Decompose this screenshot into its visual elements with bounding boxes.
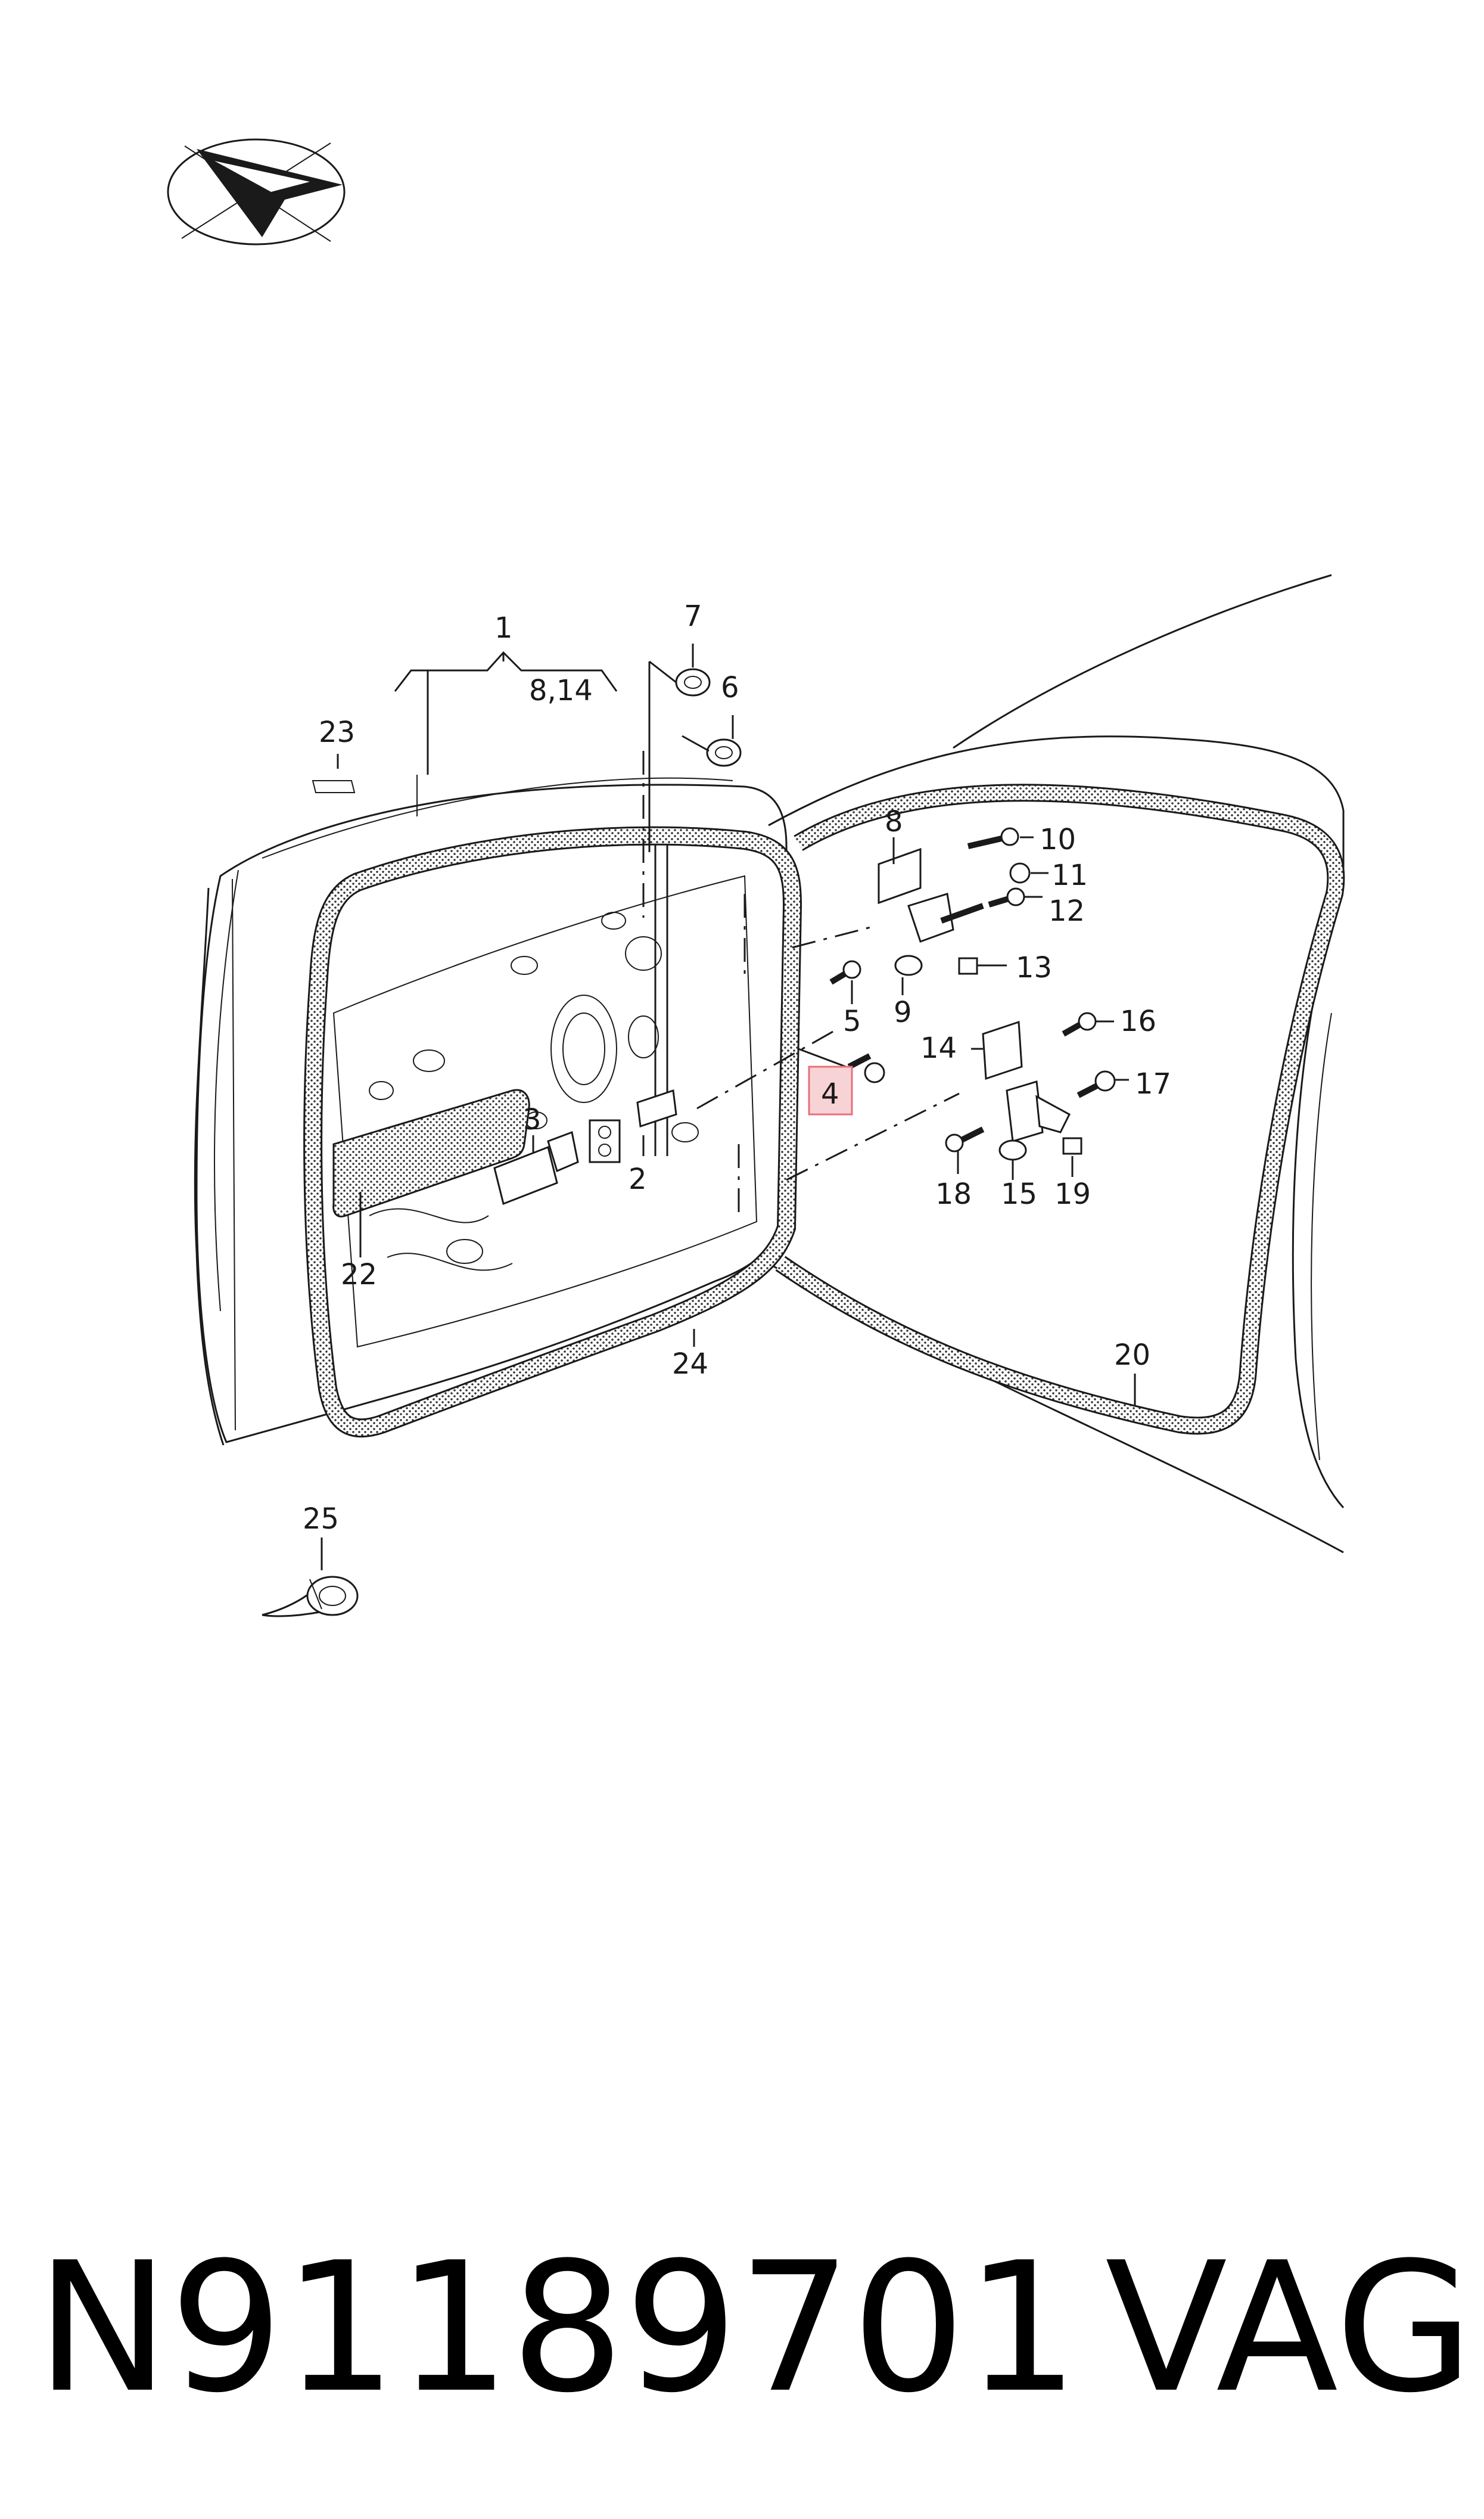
label-14: 14 <box>920 1032 957 1065</box>
bolt-5 <box>829 960 861 985</box>
grommet-7 <box>675 668 711 697</box>
label-16: 16 <box>1120 1005 1156 1038</box>
door-inner-panel <box>332 834 758 1348</box>
label-17: 17 <box>1135 1067 1171 1101</box>
upper-hinge <box>878 847 978 976</box>
upper-hinge-bolts <box>940 827 1031 924</box>
orientation-logo <box>167 138 346 246</box>
lower-hinge <box>982 1020 1082 1161</box>
brand-name: VAG <box>1105 2224 1473 2432</box>
part-number: N91189701 <box>36 2224 1079 2432</box>
label-24: 24 <box>672 1347 708 1381</box>
label-12: 12 <box>1049 894 1085 928</box>
insulation-pad <box>332 1089 530 1217</box>
door-shell <box>194 775 794 1446</box>
label-5: 5 <box>843 1005 861 1038</box>
label-18: 18 <box>935 1178 972 1211</box>
label-1: 1 <box>494 611 513 645</box>
label-7: 7 <box>684 600 702 633</box>
grommet-6 <box>706 738 742 767</box>
label-8: 8 <box>885 805 903 838</box>
label-4: 4 <box>821 1077 839 1111</box>
label-9: 9 <box>894 996 912 1029</box>
vehicle-body <box>768 574 1345 1554</box>
label-20: 20 <box>1114 1338 1150 1372</box>
lower-hinge-bolts <box>945 1012 1116 1153</box>
door-check <box>589 1089 677 1163</box>
label-22: 22 <box>341 1258 377 1291</box>
label-8-14: 8,14 <box>529 674 593 707</box>
label-15: 15 <box>1001 1178 1037 1211</box>
lock-actuator <box>493 1130 579 1206</box>
label-2: 2 <box>629 1163 647 1196</box>
bolt-4 <box>847 1053 885 1083</box>
label-3: 3 <box>523 1103 542 1136</box>
label-25: 25 <box>303 1502 339 1536</box>
label-10: 10 <box>1040 823 1076 856</box>
label-19: 19 <box>1054 1178 1091 1211</box>
tape-roll <box>262 1576 359 1617</box>
callout-labels: 1 8,14 7 6 23 8 10 11 12 13 9 5 16 14 17… <box>303 600 1171 1536</box>
label-6: 6 <box>721 671 739 704</box>
label-11: 11 <box>1051 859 1088 892</box>
label-13: 13 <box>1016 951 1052 984</box>
highlight-box <box>808 1066 853 1116</box>
leader-lines <box>312 644 1136 1570</box>
label-23: 23 <box>319 716 355 749</box>
